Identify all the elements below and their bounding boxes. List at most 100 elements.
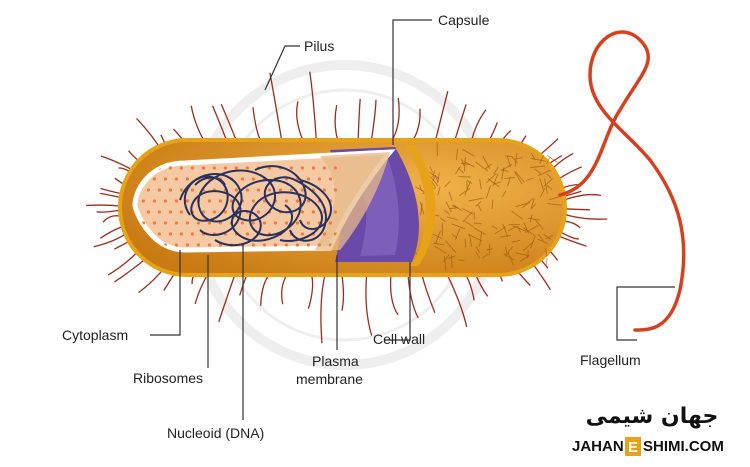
capsule-fiber — [450, 254, 453, 268]
capsule-fiber — [539, 178, 544, 190]
ribosome-dot — [328, 221, 332, 225]
capsule-fiber — [530, 157, 546, 162]
capsule-fiber — [505, 246, 508, 255]
capsule-fiber — [460, 158, 465, 167]
ribosome-dot — [146, 210, 150, 214]
capsule-fiber — [534, 168, 542, 175]
capsule-fiber — [530, 235, 536, 249]
capsule-fiber — [429, 175, 439, 187]
ribosome-dot — [300, 166, 304, 170]
ribosome-dot — [174, 243, 178, 247]
capsule-fiber — [515, 201, 531, 208]
capsule-fiber — [473, 227, 486, 235]
ribosome-dot — [245, 232, 249, 236]
ribosome-dot — [289, 188, 293, 192]
capsule-fiber — [455, 228, 461, 240]
capsule-fiber — [501, 167, 505, 180]
capsule-fiber — [499, 234, 511, 238]
capsule-fiber — [546, 157, 550, 164]
capsule-fiber — [514, 171, 526, 183]
capsule-fiber — [468, 197, 484, 202]
capsule-fiber — [445, 240, 457, 253]
pilus-strand — [281, 273, 289, 305]
ribosome-dot — [300, 210, 304, 214]
capsule-fiber — [429, 166, 434, 173]
ribosome-dot — [163, 199, 167, 203]
ribosome-dot — [163, 221, 167, 225]
capsule-fiber — [464, 220, 474, 228]
capsule-fiber — [515, 252, 530, 257]
ribosome-dot — [273, 221, 277, 225]
capsule-fiber — [448, 191, 453, 201]
ribosome-dot — [152, 199, 156, 203]
capsule-fiber — [420, 203, 423, 216]
cell-wall-band — [405, 145, 436, 266]
capsule-fiber — [461, 148, 475, 157]
ribosome-dot — [295, 199, 299, 203]
capsule-fiber — [434, 245, 447, 254]
ribosome-dot — [289, 166, 293, 170]
capsule-fiber — [486, 173, 497, 183]
capsule-fiber — [494, 226, 507, 235]
ribosome-dot — [333, 188, 337, 192]
ribosome-dot — [190, 166, 194, 170]
ribosome-dot — [240, 221, 244, 225]
capsule-fiber — [481, 253, 489, 259]
capsule-fiber — [432, 170, 436, 178]
capsule-fiber — [432, 174, 436, 182]
capsule-fiber — [506, 155, 511, 168]
ribosome-dot — [295, 243, 299, 247]
ribosome-dot — [278, 188, 282, 192]
ribosome-dot — [212, 210, 216, 214]
ribosome-dot — [179, 166, 183, 170]
ribosome-dot — [284, 243, 288, 247]
capsule-fiber — [537, 238, 548, 244]
capsule-fiber — [545, 258, 548, 265]
brand-latin-right: SHIMI.COM — [643, 438, 724, 455]
capsule-fiber — [479, 231, 483, 247]
capsule-fiber — [514, 152, 518, 167]
capsule-fiber — [537, 169, 551, 177]
ribosome-dot — [234, 188, 238, 192]
pilus-strand — [420, 270, 436, 313]
ribosome-dot — [234, 166, 238, 170]
ribosome-dot — [317, 177, 321, 181]
capsule-fiber — [534, 218, 544, 230]
capsule-fiber — [503, 253, 515, 261]
pilus-strand — [260, 271, 272, 306]
capsule-fiber — [477, 204, 482, 212]
pilus-strand — [96, 209, 122, 213]
pilus-strand — [370, 99, 377, 140]
capsule-fiber — [493, 166, 499, 175]
ribosome-dot — [251, 243, 255, 247]
capsule-fiber — [527, 250, 529, 259]
ribosome-dot — [174, 221, 178, 225]
label-capsule: Capsule — [438, 12, 490, 28]
ribosome-dot — [179, 232, 183, 236]
ribosome-dot — [157, 232, 161, 236]
pilus-strand — [357, 98, 361, 139]
ribosome-dot — [267, 188, 271, 192]
ribosome-dot — [168, 210, 172, 214]
label-cell-wall: Cell wall — [373, 331, 425, 347]
ribosome-dot — [185, 199, 189, 203]
ribosome-dot — [201, 166, 205, 170]
capsule-fiber — [455, 166, 461, 175]
ribosome-dot — [179, 188, 183, 192]
pilus-strand — [341, 275, 345, 311]
capsule-fiber — [530, 165, 546, 168]
pilus-strand — [296, 101, 304, 140]
capsule-fiber — [511, 239, 521, 243]
ribosome-dot — [300, 188, 304, 192]
ribosome-dot — [190, 232, 194, 236]
ribosome-dot — [146, 188, 150, 192]
capsule-fiber — [546, 173, 552, 179]
capsule-fiber — [450, 207, 457, 209]
pilus-strand — [85, 204, 122, 207]
ribosome-dot — [284, 199, 288, 203]
leader-lines — [150, 19, 675, 420]
ribosome-dot — [207, 199, 211, 203]
ribosome-dot — [201, 210, 205, 214]
capsule-fiber — [530, 198, 535, 209]
ribosome-dot — [245, 188, 249, 192]
